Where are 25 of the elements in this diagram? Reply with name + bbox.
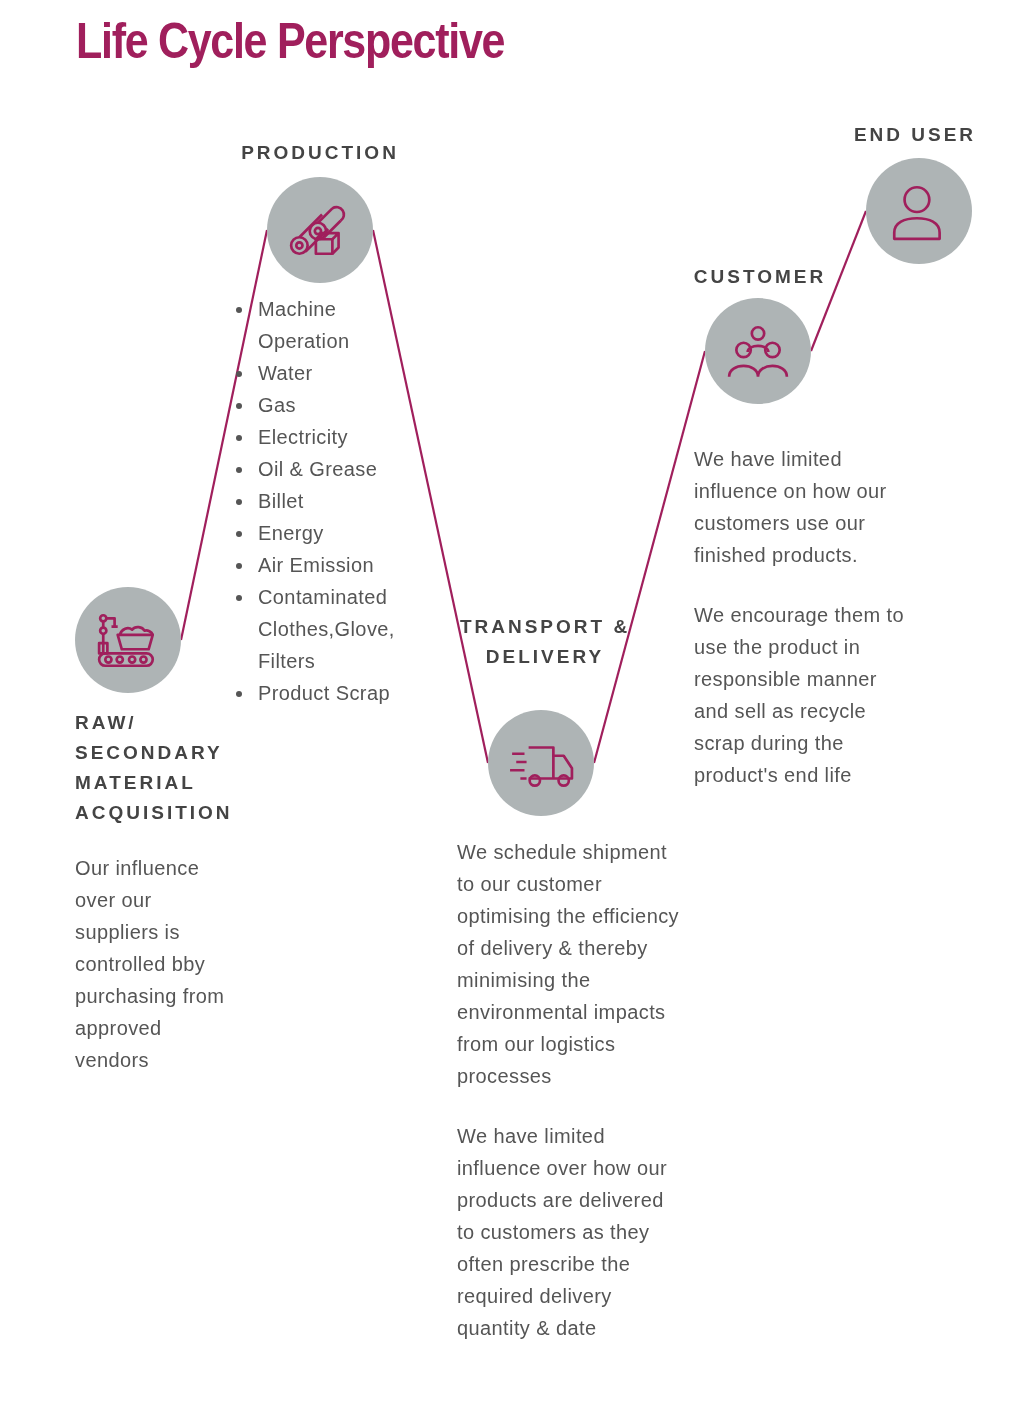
connector-line — [179, 229, 269, 641]
bullet-item: Product Scrap — [258, 677, 408, 709]
stage-heading: RAW/ SECONDARY MATERIAL ACQUISITION — [75, 711, 234, 825]
stage-heading: PRODUCTION — [240, 141, 400, 165]
description-text: We schedule shipment to our customer optimising the efficiency of delivery & thereby minimising the environmental impacts from our logistics processes — [457, 840, 679, 1089]
description-text: We have limited influence on how our customers use our finished products. — [694, 447, 888, 568]
title: Life Cycle Perspective — [76, 12, 505, 70]
description-text: We encourage them to use the product in responsible manner and sell as recycle scrap during the product's end life — [694, 603, 905, 788]
connector-line — [371, 229, 490, 764]
bullet-item: Oil & Grease — [258, 453, 408, 485]
bullet-item: Air Emission — [258, 549, 408, 581]
bullet-item: Machine Operation — [258, 293, 408, 357]
bullet-item: Water — [258, 357, 408, 389]
description-text: Our influence over our suppliers is controlled bby purchasing from approved vendors — [75, 856, 226, 1073]
stage-heading: END USER — [852, 123, 978, 147]
stage-heading: CUSTOMER — [692, 265, 828, 289]
bullet-item: Energy — [258, 517, 408, 549]
bullet-item: Gas — [258, 389, 408, 421]
stage-heading: TRANSPORT & DELIVERY — [458, 615, 632, 669]
bullet-item: Contaminated Clothes,Glove, Filters — [258, 581, 408, 677]
bullet-item: Electricity — [258, 421, 408, 453]
connector-line — [592, 350, 707, 764]
connector-line — [809, 210, 868, 352]
description-text: We have limited influence over how our products are delivered to customers as they often prescribe the required delivery quantity & date — [457, 1124, 669, 1341]
bullet-item: Billet — [258, 485, 408, 517]
